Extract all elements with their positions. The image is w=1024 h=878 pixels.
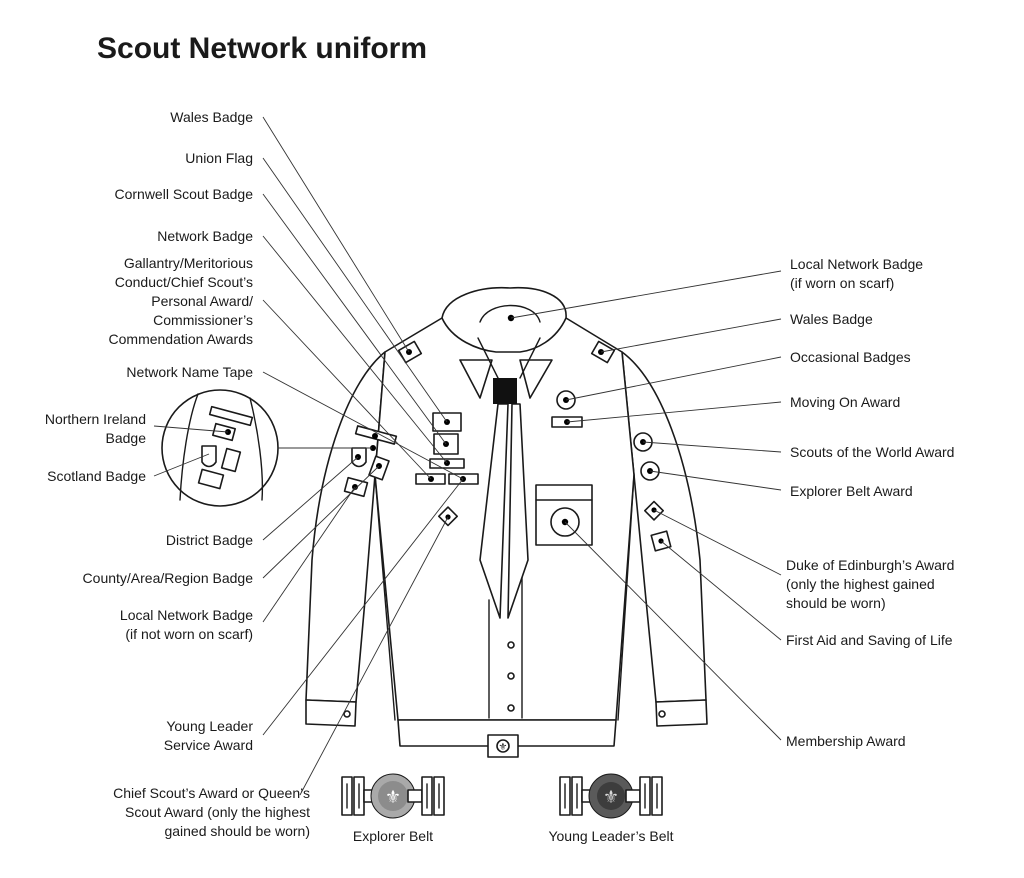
label-gallantry-line3: Personal Award/ (151, 293, 253, 309)
label-scotland-badge: Scotland Badge (47, 468, 146, 484)
label-name-tape: Network Name Tape (126, 364, 253, 380)
label-northern-ireland-line1: Northern Ireland (45, 411, 146, 427)
sleeve-inset (161, 389, 372, 507)
label-chief-scout-line2: Scout Award (only the highest (125, 804, 310, 820)
label-occasional-badges: Occasional Badges (790, 349, 911, 365)
page-title: Scout Network uniform (97, 32, 427, 65)
label-gallantry-line4: Commissioner’s (153, 312, 253, 328)
label-network-badge: Network Badge (157, 228, 253, 244)
label-union-flag: Union Flag (185, 150, 253, 166)
svg-text:⚜: ⚜ (385, 787, 401, 808)
label-local-network-sleeve-line1: Local Network Badge (120, 607, 253, 623)
label-explorer-belt-award: Explorer Belt Award (790, 483, 913, 499)
label-doe-line2: (only the highest gained (786, 576, 935, 592)
label-local-network-sleeve-line2: (if not worn on scarf) (125, 626, 253, 642)
label-explorer-belt: Explorer Belt (353, 828, 433, 844)
label-scouts-world: Scouts of the World Award (790, 444, 954, 460)
label-gallantry-line1: Gallantry/Meritorious (124, 255, 253, 271)
label-gallantry-line5: Commendation Awards (109, 331, 253, 347)
young-leader-belt: ⚜ Young Leader’s Belt (548, 773, 674, 844)
label-county-badge: County/Area/Region Badge (83, 570, 254, 586)
label-doe-line1: Duke of Edinburgh’s Award (786, 557, 954, 573)
label-wales-badge-left: Wales Badge (170, 109, 253, 125)
label-district-badge: District Badge (166, 532, 253, 548)
label-chief-scout-line3: gained should be worn) (164, 823, 310, 839)
label-local-network-scarf-line2: (if worn on scarf) (790, 275, 894, 291)
label-first-aid: First Aid and Saving of Life (786, 632, 953, 648)
label-moving-on: Moving On Award (790, 394, 900, 410)
label-northern-ireland-line2: Badge (106, 430, 147, 446)
label-cornwell-badge: Cornwell Scout Badge (114, 186, 253, 202)
svg-text:⚜: ⚜ (603, 787, 619, 808)
label-local-network-scarf-line1: Local Network Badge (790, 256, 923, 272)
label-doe-line3: should be worn) (786, 595, 886, 611)
label-young-leader-line2: Service Award (164, 737, 253, 753)
label-chief-scout-line1: Chief Scout’s Award or Queen’s (113, 785, 310, 801)
left-labels: Wales Badge Union Flag Cornwell Scout Ba… (45, 109, 310, 839)
label-young-leader-line1: Young Leader (166, 718, 253, 734)
explorer-belt: ⚜ Explorer Belt (341, 773, 445, 844)
label-wales-badge-right: Wales Badge (790, 311, 873, 327)
label-young-leader-belt: Young Leader’s Belt (548, 828, 673, 844)
label-membership: Membership Award (786, 733, 906, 749)
leader-lines (153, 116, 782, 796)
label-gallantry-line2: Conduct/Chief Scout’s (115, 274, 253, 290)
right-labels: Local Network Badge (if worn on scarf) W… (786, 256, 954, 749)
svg-text:⚜: ⚜ (499, 742, 508, 753)
shirt-illustration: ⚜ (305, 286, 708, 758)
